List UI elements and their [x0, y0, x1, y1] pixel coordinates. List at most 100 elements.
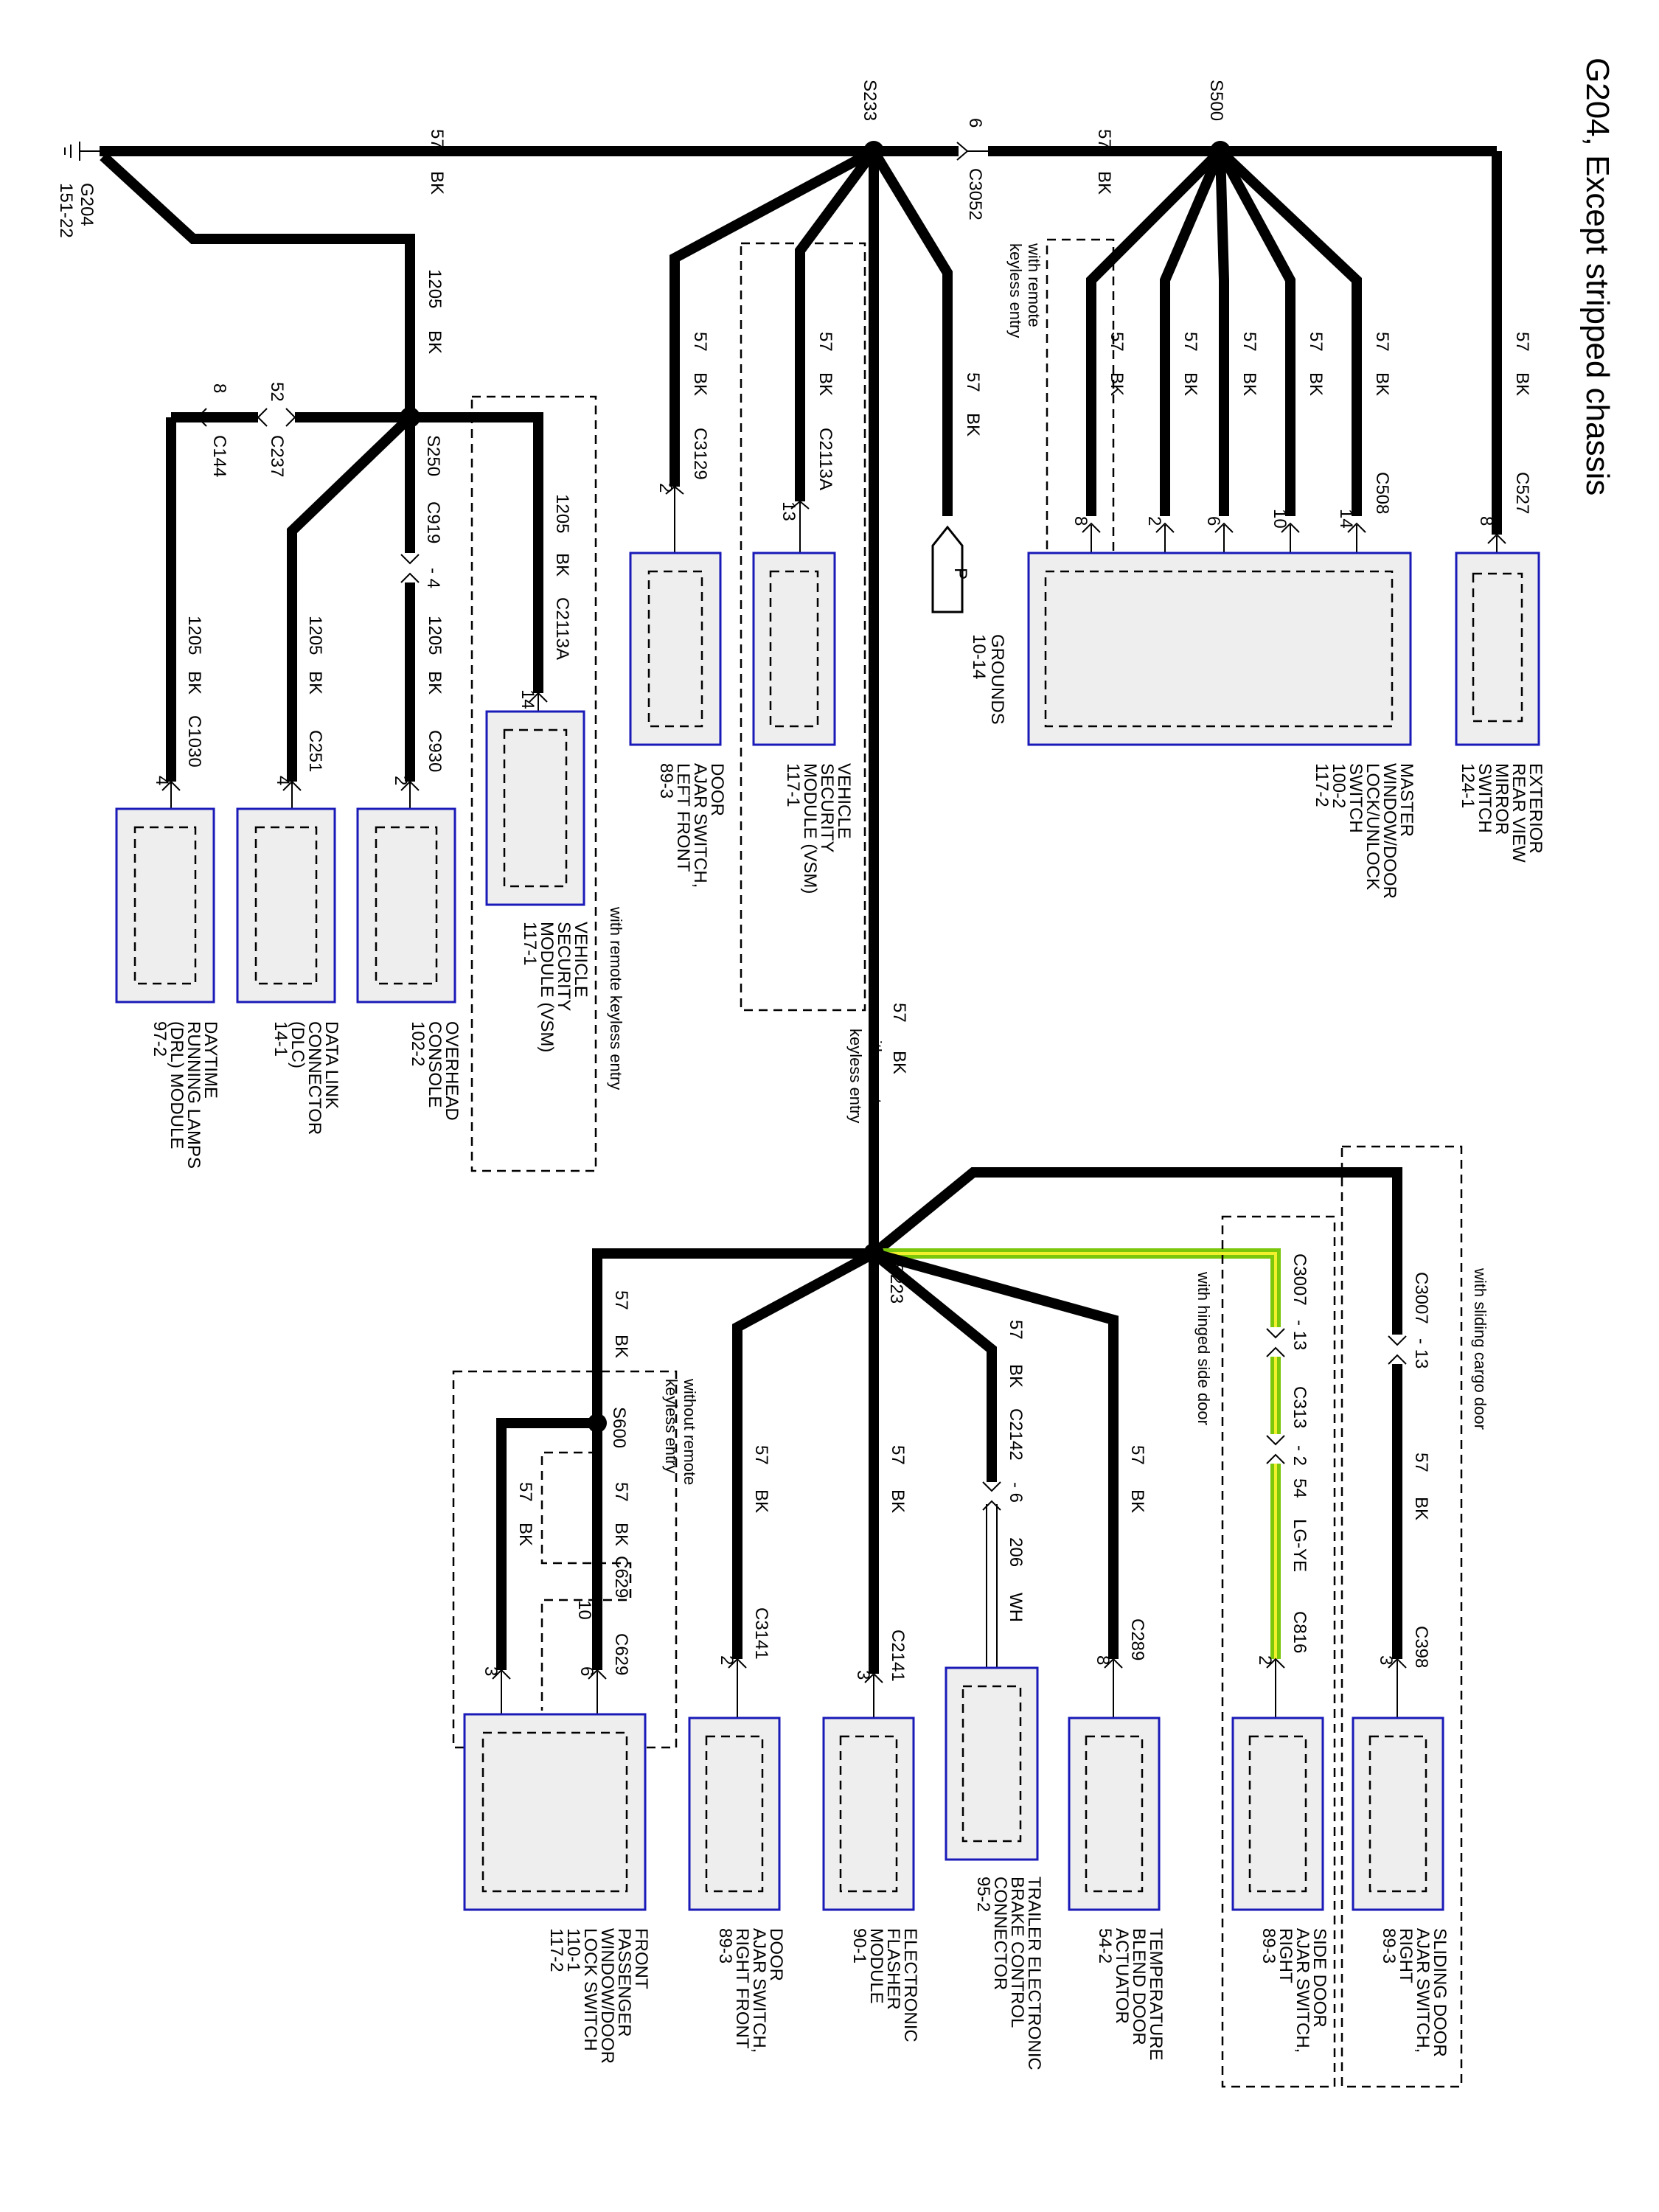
svg-text:WINDOW/DOOR: WINDOW/DOOR — [1380, 763, 1399, 899]
svg-text:DOOR: DOOR — [766, 1928, 786, 1981]
svg-text:8: 8 — [1476, 516, 1496, 526]
svg-text:BK: BK — [815, 372, 835, 396]
svg-text:GROUNDS: GROUNDS — [987, 634, 1007, 725]
component-door-ajar-rf: DOOR AJAR SWITCH, RIGHT FRONT 89-3 — [688, 1717, 786, 2053]
svg-text:BK: BK — [425, 671, 445, 695]
svg-text:with hinged side door: with hinged side door — [1194, 1271, 1213, 1425]
svg-text:8: 8 — [1071, 516, 1091, 526]
svg-text:57: 57 — [815, 332, 835, 352]
svg-text:6: 6 — [965, 118, 985, 128]
svg-text:- 13: - 13 — [1411, 1338, 1431, 1368]
svg-text:57: 57 — [1306, 332, 1326, 352]
svg-text:WH: WH — [1006, 1593, 1026, 1622]
svg-text:57: 57 — [1512, 332, 1532, 352]
svg-text:MODULE (VSM): MODULE (VSM) — [537, 922, 557, 1052]
svg-text:VEHICLE: VEHICLE — [571, 922, 591, 998]
component-vsm-a: VEHICLE SECURITY MODULE (VSM) 117-1 — [752, 552, 854, 894]
svg-text:RUNNING LAMPS: RUNNING LAMPS — [184, 1021, 204, 1169]
svg-text:- 4: - 4 — [423, 568, 443, 588]
svg-text:4: 4 — [152, 776, 172, 785]
svg-text:WINDOW/DOOR: WINDOW/DOOR — [597, 1928, 617, 2064]
svg-text:FLASHER: FLASHER — [883, 1928, 903, 2010]
svg-text:3: 3 — [481, 1666, 501, 1676]
optional-region-vsm-b — [470, 395, 597, 1172]
svg-text:S250: S250 — [423, 435, 443, 476]
splice-s500: S500 57 BK 57 BK 57 BK 57 BK 57 BK C508 … — [1071, 80, 1392, 582]
svg-text:89-3: 89-3 — [1379, 1928, 1399, 1964]
svg-text:BK: BK — [690, 372, 710, 396]
svg-text:89-3: 89-3 — [715, 1928, 735, 1964]
svg-text:- 6: - 6 — [1006, 1482, 1026, 1503]
svg-text:MASTER: MASTER — [1397, 763, 1416, 837]
svg-text:8: 8 — [209, 383, 229, 393]
svg-text:ELECTRONIC: ELECTRONIC — [900, 1928, 920, 2042]
svg-text:DOOR: DOOR — [707, 763, 727, 816]
svg-text:206: 206 — [1006, 1537, 1026, 1567]
svg-text:2: 2 — [655, 483, 675, 493]
splice-s233: S233 — [669, 80, 953, 1253]
svg-text:EXTERIOR: EXTERIOR — [1526, 763, 1545, 854]
svg-text:1205: 1205 — [552, 494, 572, 533]
svg-text:BK: BK — [1411, 1497, 1431, 1520]
svg-text:SWITCH: SWITCH — [1346, 763, 1366, 833]
branch-c289: 57 BK C289 8 — [1093, 1445, 1147, 1725]
svg-text:BK: BK — [888, 1489, 908, 1513]
svg-text:keyless entry: keyless entry — [662, 1379, 681, 1473]
ground-ref: 151-22 — [56, 183, 76, 238]
svg-text:BK: BK — [425, 330, 445, 354]
svg-text:S223: S223 — [886, 1262, 906, 1304]
svg-text:LG-YE: LG-YE — [1290, 1519, 1310, 1572]
top-bus — [100, 146, 1502, 535]
svg-text:57: 57 — [1107, 332, 1127, 352]
component-drl-module: DAYTIME RUNNING LAMPS (DRL) MODULE 97-2 — [115, 807, 220, 1169]
svg-text:BK: BK — [552, 553, 572, 577]
svg-text:3: 3 — [853, 1670, 873, 1680]
svg-text:BK: BK — [1006, 1364, 1026, 1388]
svg-text:89-3: 89-3 — [656, 763, 676, 799]
svg-text:95-2: 95-2 — [973, 1877, 993, 1912]
svg-text:RIGHT: RIGHT — [1276, 1928, 1295, 1983]
svg-text:SWITCH: SWITCH — [1475, 763, 1495, 833]
branch-c816: C3007 - 13 C313 - 2 54 LG-YE C816 2 — [1255, 1253, 1310, 1725]
svg-text:BK: BK — [305, 671, 325, 695]
component-dlc: DATA LINK CONNECTOR (DLC) 14-1 — [236, 807, 341, 1135]
svg-text:REAR VIEW: REAR VIEW — [1509, 763, 1528, 863]
svg-text:C3129: C3129 — [690, 428, 710, 480]
svg-text:MODULE (VSM): MODULE (VSM) — [800, 763, 820, 894]
connector-c3052: 6 C3052 with remote keyless entry — [956, 118, 1043, 338]
svg-text:FRONT: FRONT — [631, 1928, 651, 1989]
svg-text:2: 2 — [391, 776, 411, 785]
svg-text:6: 6 — [577, 1666, 597, 1676]
svg-text:BK: BK — [427, 171, 447, 195]
svg-text:(DLC): (DLC) — [288, 1021, 307, 1068]
svg-text:57: 57 — [1239, 332, 1259, 352]
ground-g204: G204 151-22 — [56, 142, 100, 238]
svg-text:C144: C144 — [209, 435, 229, 477]
svg-text:C2113A: C2113A — [552, 597, 572, 660]
svg-text:C508: C508 — [1372, 472, 1392, 514]
optional-region-vsm-a — [740, 242, 866, 1012]
svg-text:57: 57 — [751, 1445, 771, 1465]
svg-text:MODULE: MODULE — [866, 1928, 886, 2004]
svg-text:10-14: 10-14 — [969, 634, 989, 679]
svg-text:57: 57 — [611, 1290, 631, 1310]
svg-text:- 13: - 13 — [1290, 1320, 1310, 1350]
svg-text:14: 14 — [518, 689, 538, 709]
svg-text:13: 13 — [779, 501, 799, 521]
branch-s600: 57 BK S600 without remote keyless entry … — [481, 1290, 699, 1722]
svg-text:SLIDING DOOR: SLIDING DOOR — [1430, 1928, 1450, 2057]
svg-text:AJAR SWITCH,: AJAR SWITCH, — [1413, 1928, 1433, 2053]
svg-text:14: 14 — [1336, 509, 1356, 529]
svg-text:DAYTIME: DAYTIME — [201, 1021, 220, 1099]
svg-text:CONNECTOR: CONNECTOR — [990, 1877, 1010, 1990]
svg-text:ACTUATOR: ACTUATOR — [1112, 1928, 1132, 2024]
svg-text:102-2: 102-2 — [408, 1021, 428, 1066]
svg-text:1205: 1205 — [425, 269, 445, 308]
component-trailer-brake-connector: TRAILER ELECTRONIC BRAKE CONTROL CONNECT… — [945, 1666, 1044, 2070]
svg-text:AJAR SWITCH,: AJAR SWITCH, — [690, 763, 710, 888]
svg-text:57: 57 — [1127, 1445, 1147, 1465]
svg-text:with remote keyless entry: with remote keyless entry — [607, 906, 625, 1090]
svg-text:117-2: 117-2 — [1312, 763, 1332, 807]
svg-text:10: 10 — [1270, 509, 1290, 529]
svg-text:BK: BK — [1127, 1489, 1147, 1513]
